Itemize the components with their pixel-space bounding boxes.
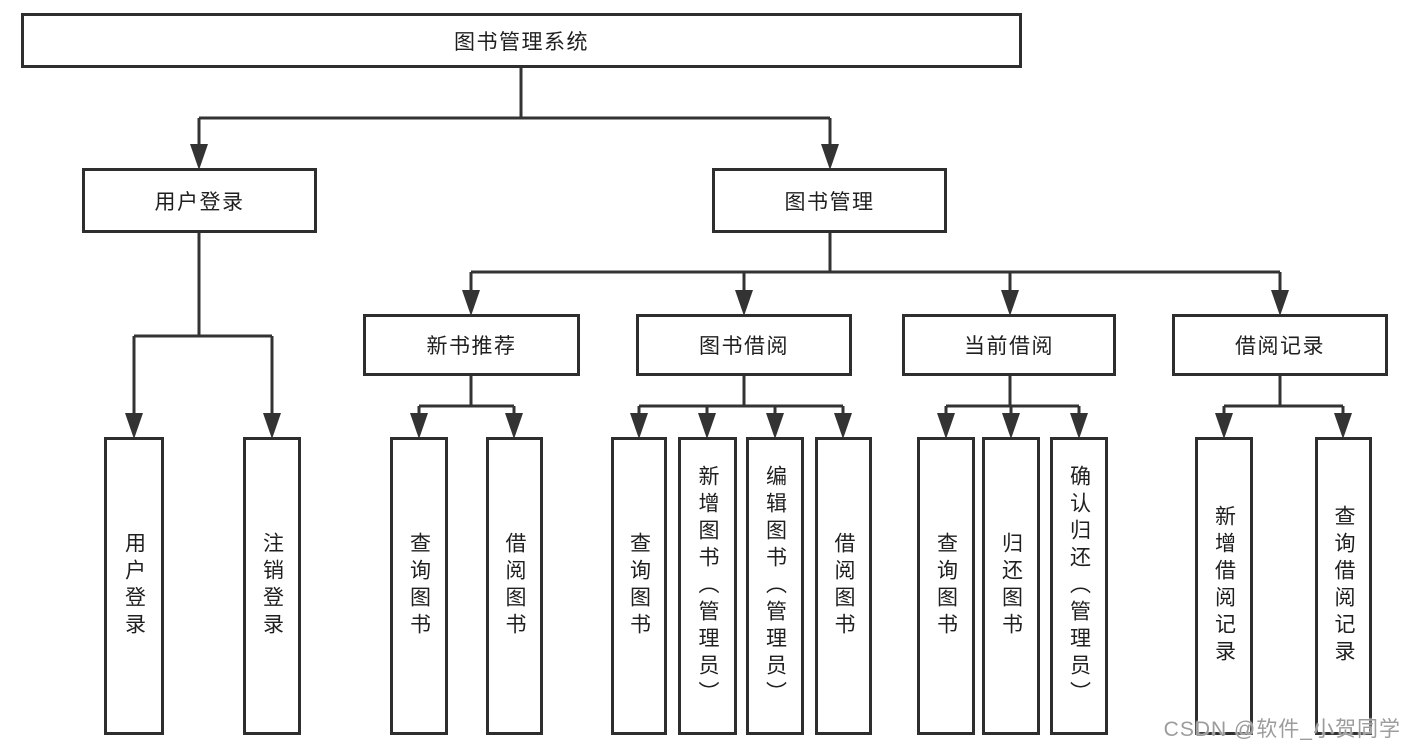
node-library-management-system: 图书管理系统 (21, 13, 1022, 68)
node-current-borrow: 当前借阅 (902, 314, 1116, 376)
leaf-query-borrow-record: 查询借阅记录 (1315, 437, 1372, 735)
leaf-query-book-borrow: 查询图书 (611, 437, 667, 735)
leaf-add-borrow-record: 新增借阅记录 (1195, 437, 1253, 735)
node-new-book-recommend: 新书推荐 (363, 314, 580, 376)
connector-new-book-to-leaves (410, 375, 523, 439)
leaf-edit-book-admin: 编辑图书（管理员） (746, 437, 804, 735)
connector-current-borrow-to-leaves (937, 375, 1088, 439)
connector-user-login-to-leaves (125, 232, 281, 439)
leaf-logout: 注销登录 (243, 437, 301, 735)
node-user-login: 用户登录 (82, 168, 317, 233)
connector-book-management-to-level3 (462, 232, 1289, 316)
leaf-confirm-return-admin: 确认归还（管理员） (1050, 437, 1108, 735)
node-borrow-records: 借阅记录 (1172, 314, 1388, 376)
connector-borrow-records-to-leaves (1215, 375, 1352, 439)
leaf-query-book-recommend: 查询图书 (390, 437, 448, 735)
csdn-watermark: CSDN @软件_小贺同学 (1163, 718, 1401, 741)
leaf-add-book-admin: 新增图书（管理员） (678, 437, 737, 735)
connector-book-borrow-to-leaves (630, 375, 852, 439)
leaf-return-book: 归还图书 (982, 437, 1040, 735)
node-book-management: 图书管理 (712, 168, 947, 233)
node-book-borrow: 图书借阅 (636, 314, 852, 376)
connector-root-to-level2 (190, 67, 839, 170)
leaf-borrow-book: 借阅图书 (815, 437, 872, 735)
leaf-borrow-book-recommend: 借阅图书 (486, 437, 543, 735)
leaf-query-book-current: 查询图书 (917, 437, 975, 735)
leaf-user-login: 用户登录 (104, 437, 164, 735)
